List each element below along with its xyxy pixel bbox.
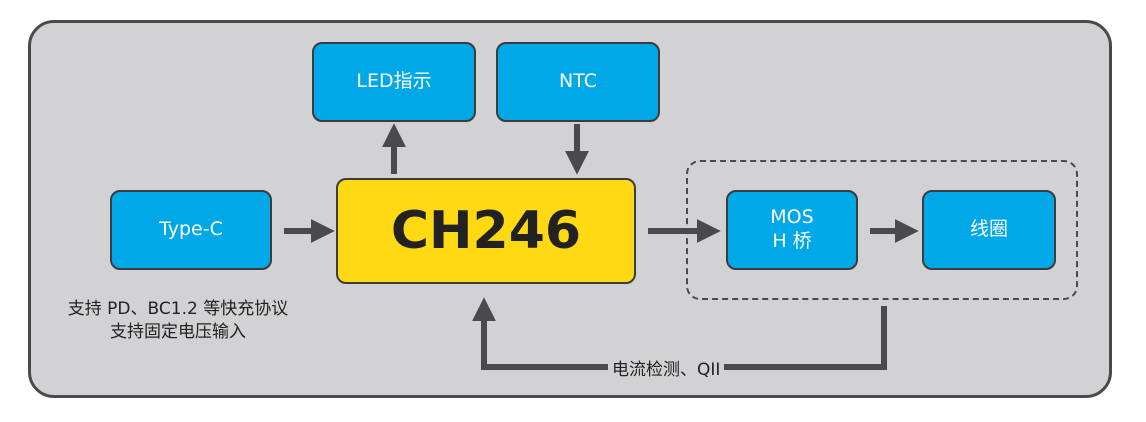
typec-note-line2: 支持固定电压输入 [110, 321, 246, 342]
led-indicator-block: LED指示 [312, 42, 476, 122]
coil-label: 线圈 [969, 218, 1008, 241]
mos-h-bridge-block: MOS H 桥 [726, 190, 858, 270]
typec-block: Type-C [110, 190, 272, 270]
typec-note: 支持 PD、BC1.2 等快充协议 支持固定电压输入 [40, 298, 316, 344]
led-indicator-label: LED指示 [356, 70, 432, 93]
typec-note-line1: 支持 PD、BC1.2 等快充协议 [67, 299, 289, 319]
feedback-label: 电流检测、QII [608, 355, 725, 380]
ntc-block: NTC [496, 42, 660, 122]
mos-label-line2: H 桥 [772, 230, 812, 252]
typec-label: Type-C [159, 218, 223, 241]
ntc-label: NTC [559, 70, 597, 93]
mos-label-line1: MOS [770, 206, 814, 229]
ch246-label: CH246 [390, 200, 582, 261]
coil-block: 线圈 [922, 190, 1056, 270]
ch246-chip-block: CH246 [336, 178, 636, 284]
